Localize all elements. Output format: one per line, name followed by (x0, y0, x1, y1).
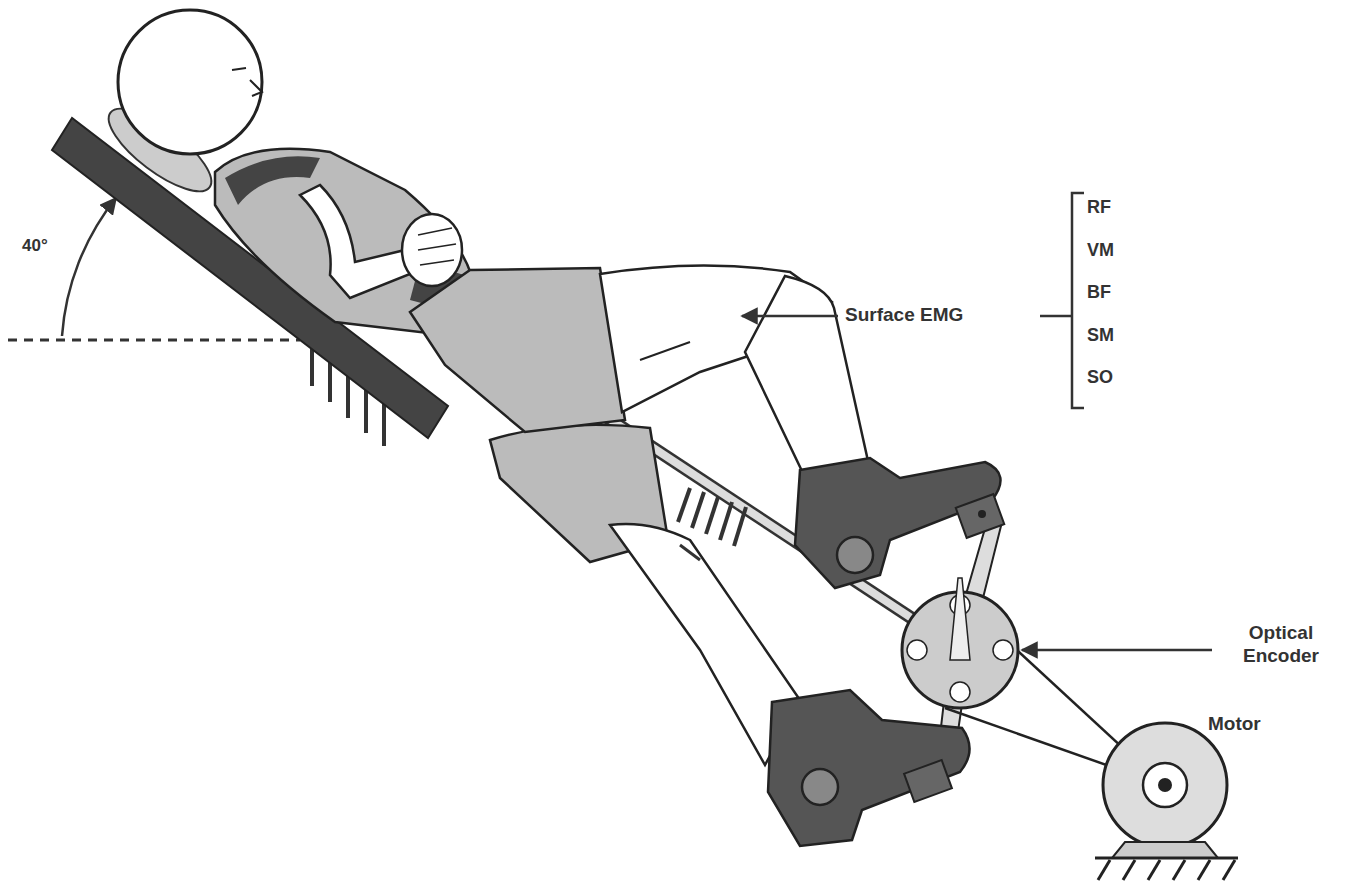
motor (1103, 723, 1227, 847)
ground-line (1095, 857, 1238, 860)
bracket (1072, 193, 1084, 408)
angle-label: 40° (22, 236, 92, 256)
leader-line (742, 315, 838, 318)
leader-tick (680, 545, 700, 560)
muscle-name: BF (1087, 282, 1147, 304)
muscle-name: RF (1087, 197, 1147, 219)
backrest (52, 118, 448, 438)
leader-line (1022, 649, 1212, 652)
leader-line (1040, 315, 1072, 318)
motor-base (1112, 842, 1218, 858)
muscle-name: SM (1087, 325, 1147, 347)
pedal (904, 760, 952, 802)
hand (402, 214, 462, 286)
ankle-pivot (802, 769, 838, 805)
part-name: Optical Encoder (1212, 622, 1350, 668)
pedal (956, 494, 1005, 538)
reference-line (8, 339, 300, 342)
head (118, 10, 262, 154)
part-name: Motor (1208, 713, 1318, 736)
angle-arc (62, 198, 116, 336)
muscle-name: VM (1087, 240, 1147, 262)
near-shorts (410, 268, 625, 432)
ground-hatch (1098, 860, 1235, 880)
muscle-hatch (678, 488, 746, 546)
ankle-pivot (837, 537, 873, 573)
far-boot (768, 690, 970, 846)
muscle-name: SO (1087, 367, 1147, 389)
callout-label: Surface EMG (845, 304, 1045, 327)
